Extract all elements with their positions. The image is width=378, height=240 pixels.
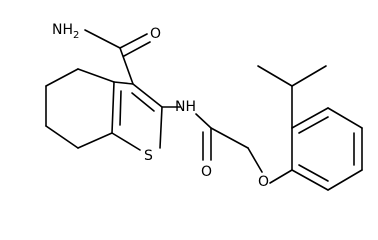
bond [111,81,115,134]
amide-nh-label: NH [175,99,196,115]
bond [131,92,155,112]
bond [291,107,329,129]
bonds [45,29,363,191]
bond [210,127,249,149]
bond [195,113,212,129]
bond [113,81,134,85]
atom-labels: NH2 O S NH O O [52,22,269,190]
bond [111,132,141,151]
thiophene-s-label: S [144,148,153,164]
bond [257,65,293,87]
bond [77,132,113,149]
amide-o-top-label: O [150,26,161,42]
bond [298,116,329,134]
bond [84,29,121,49]
bond [327,169,363,191]
bond [119,33,148,49]
bond [119,90,122,126]
bond [159,106,163,149]
bond [119,47,134,85]
ether-o-label: O [258,174,269,190]
bond [132,83,163,108]
structure-canvas: NH2 O S NH O O [45,22,363,191]
bond [291,65,327,87]
bond [269,169,293,184]
amide-nh2-label: NH2 [52,22,79,41]
bond [77,68,115,83]
bond [291,169,329,191]
bond [247,147,263,173]
molecule-drawing: NH2 O S NH O O [45,22,363,191]
bond [298,164,329,182]
amide-o-bottom-label: O [201,164,212,180]
bond [45,125,79,149]
bond [45,68,79,87]
bond [327,107,363,129]
bond [123,41,151,57]
